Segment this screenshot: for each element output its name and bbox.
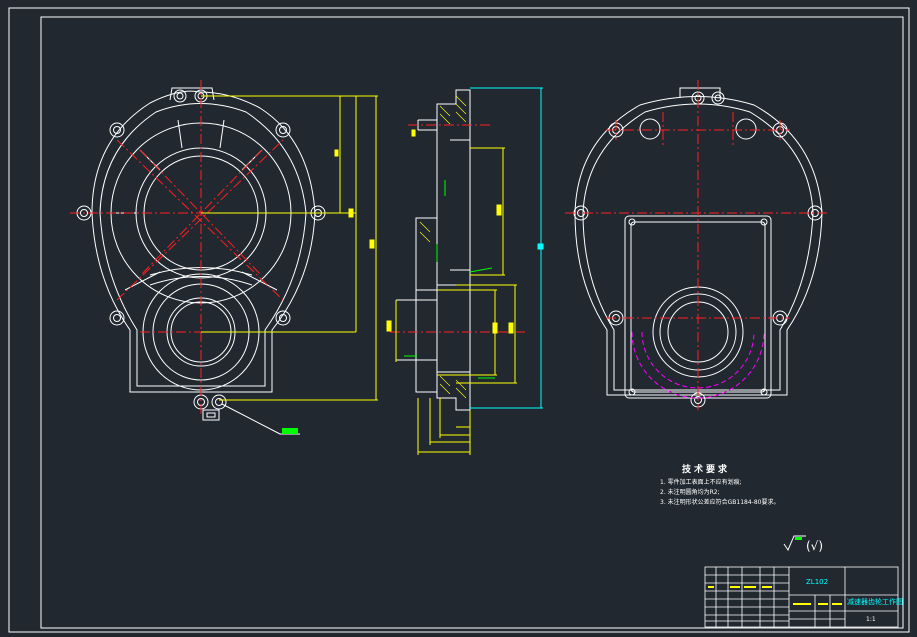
roughness-symbol-icon — [783, 535, 806, 552]
tech-requirements-title: 技术要求 — [682, 463, 730, 475]
rear-view-hidden-arc — [631, 331, 765, 399]
section-centerline — [390, 124, 525, 333]
title-block-scale: 1:1 — [866, 616, 876, 623]
tech-requirement-line-3: 3. 未注明形状公差应符合GB1184-80要求。 — [660, 498, 779, 506]
sheet-inner-border — [40, 16, 904, 629]
tech-requirement-line-2: 2. 未注明圆角均为R2; — [660, 488, 720, 496]
rear-view-centerlines — [565, 80, 830, 410]
sheet-outer-border — [8, 7, 910, 633]
section-leaders — [404, 180, 495, 379]
front-view-centerlines — [70, 80, 330, 415]
title-block-part-name: 减速器齿轮工作图 — [847, 597, 903, 606]
title-block-material: ZL102 — [806, 578, 828, 586]
section-view — [395, 89, 471, 411]
section-hatching — [419, 95, 467, 399]
title-block — [704, 566, 899, 628]
title-block-small-marks — [708, 586, 842, 605]
section-cyan-dim — [470, 87, 544, 409]
leader-tag-front — [282, 428, 298, 434]
tech-requirement-line-1: 1. 零件加工表面上不应有划痕; — [660, 478, 742, 486]
section-dimensions — [386, 129, 517, 455]
front-view-dimensions — [201, 95, 378, 401]
roughness-note: (√) — [806, 539, 823, 553]
